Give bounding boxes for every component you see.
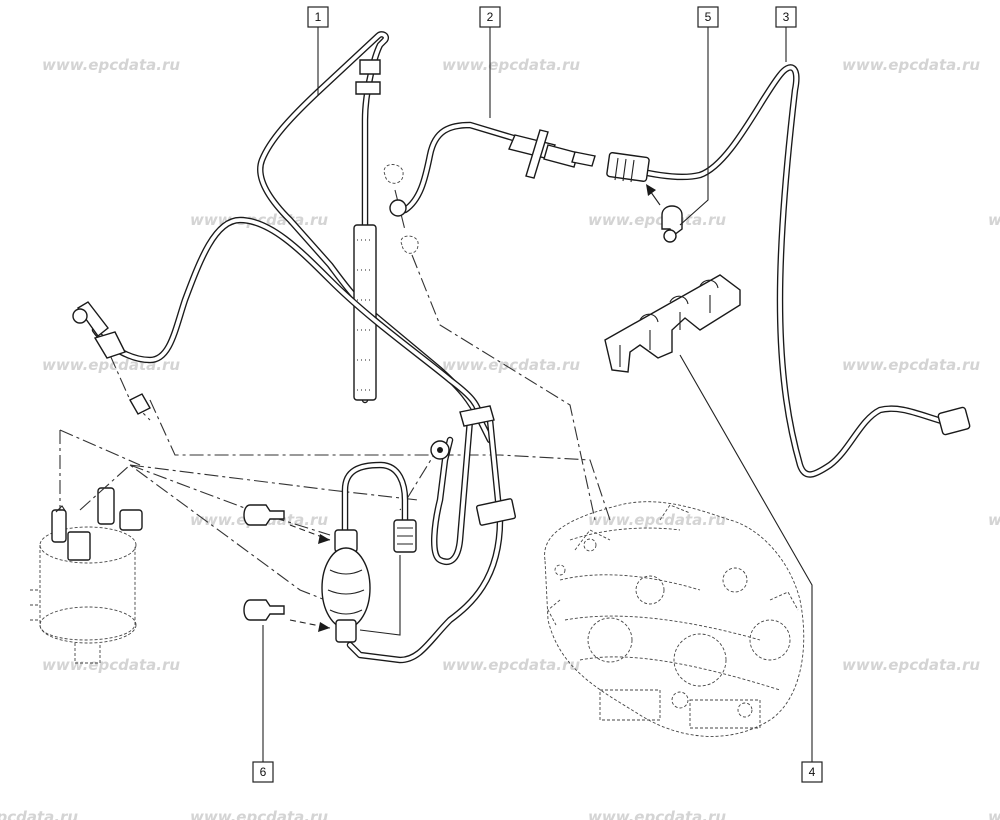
pipe-1	[257, 31, 494, 444]
pipe-pump-loop	[346, 405, 517, 664]
watermark: www.epcdata.ru	[588, 211, 726, 229]
watermark: www.epcdata.ru	[842, 656, 980, 674]
callout-label: 6	[260, 765, 267, 779]
watermark-layer: www.epcdata.ru www.epcdata.ru www.epcdat…	[0, 56, 1000, 820]
pipe-3	[606, 64, 971, 478]
watermark: www.epcdata.ru	[0, 808, 78, 820]
callout-4: 4	[801, 761, 823, 783]
callout-label: 1	[315, 10, 322, 24]
watermark: www.epcdata.ru	[42, 56, 180, 74]
callout-1: 1	[307, 6, 329, 28]
callout-2: 2	[479, 6, 501, 28]
watermark: www.epcdata.ru	[842, 56, 980, 74]
callout-label: 3	[783, 10, 790, 24]
watermark: www.epcdata.ru	[588, 511, 726, 529]
callout-label: 4	[809, 765, 816, 779]
watermark: www.epcdata.ru	[988, 511, 1000, 529]
callout-3: 3	[775, 6, 797, 28]
pipe-2	[383, 121, 596, 254]
watermark: www.epcdata.ru	[42, 656, 180, 674]
watermark: www.epcdata.ru	[442, 356, 580, 374]
fuel-filter	[30, 487, 143, 664]
watermark: www.epcdata.ru	[442, 56, 580, 74]
primer-pump	[321, 461, 417, 643]
watermark: www.epcdata.ru	[988, 808, 1000, 820]
watermark: www.epcdata.ru	[190, 808, 328, 820]
callout-label: 2	[487, 10, 494, 24]
watermark: www.epcdata.ru	[988, 211, 1000, 229]
pipe-filter-branch	[72, 216, 484, 424]
watermark: www.epcdata.ru	[588, 808, 726, 820]
watermark: www.epcdata.ru	[842, 356, 980, 374]
bracket-4	[604, 274, 741, 373]
leader-lines	[262, 27, 813, 762]
watermark: www.epcdata.ru	[442, 656, 580, 674]
callout-label: 5	[705, 10, 712, 24]
hose-clips	[243, 504, 331, 632]
clip-5	[646, 184, 683, 243]
engine-ghost-outline	[544, 501, 805, 737]
callout-5: 5	[697, 6, 719, 28]
callout-6: 6	[252, 761, 274, 783]
